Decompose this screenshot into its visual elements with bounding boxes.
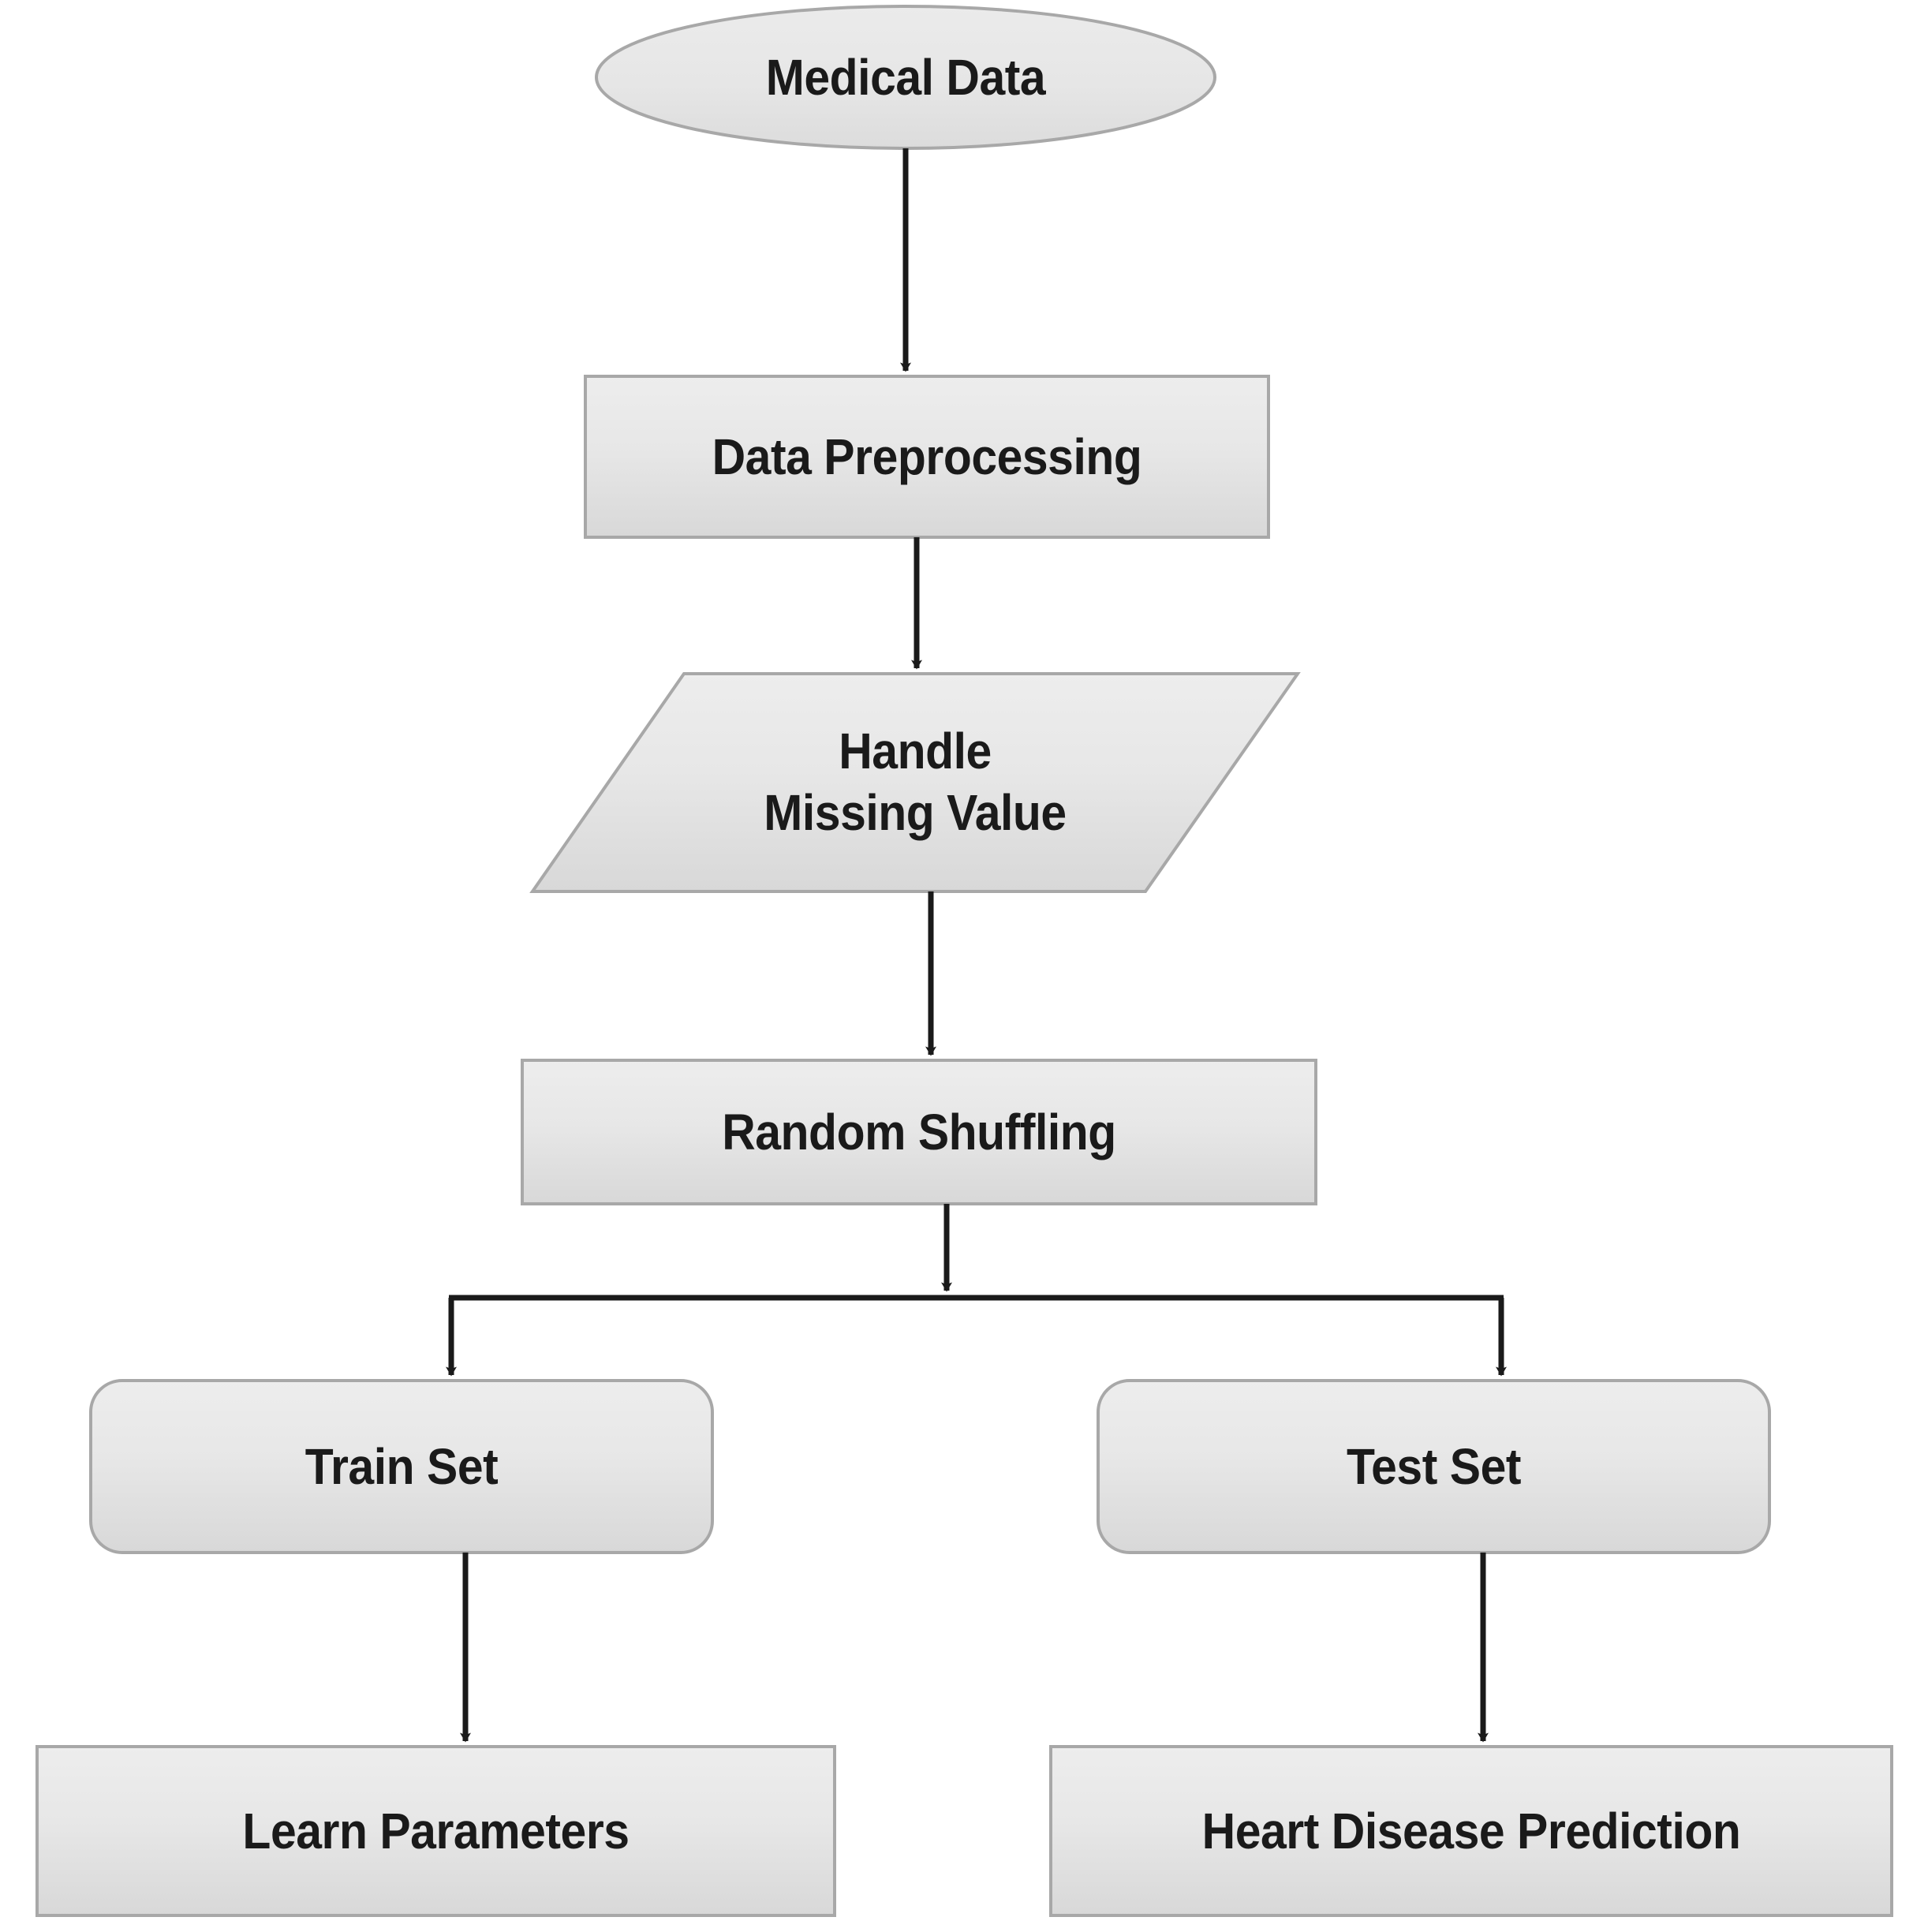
node-medical-data[interactable] <box>595 5 1216 150</box>
node-handle-missing-value[interactable] <box>529 672 1301 893</box>
node-random-shuffling[interactable] <box>521 1059 1317 1205</box>
node-test-set[interactable] <box>1097 1379 1771 1554</box>
node-train-set[interactable] <box>89 1379 714 1554</box>
node-heart-disease-prediction[interactable] <box>1049 1745 1893 1917</box>
node-data-preprocessing[interactable] <box>584 375 1270 539</box>
node-learn-parameters[interactable] <box>35 1745 836 1917</box>
